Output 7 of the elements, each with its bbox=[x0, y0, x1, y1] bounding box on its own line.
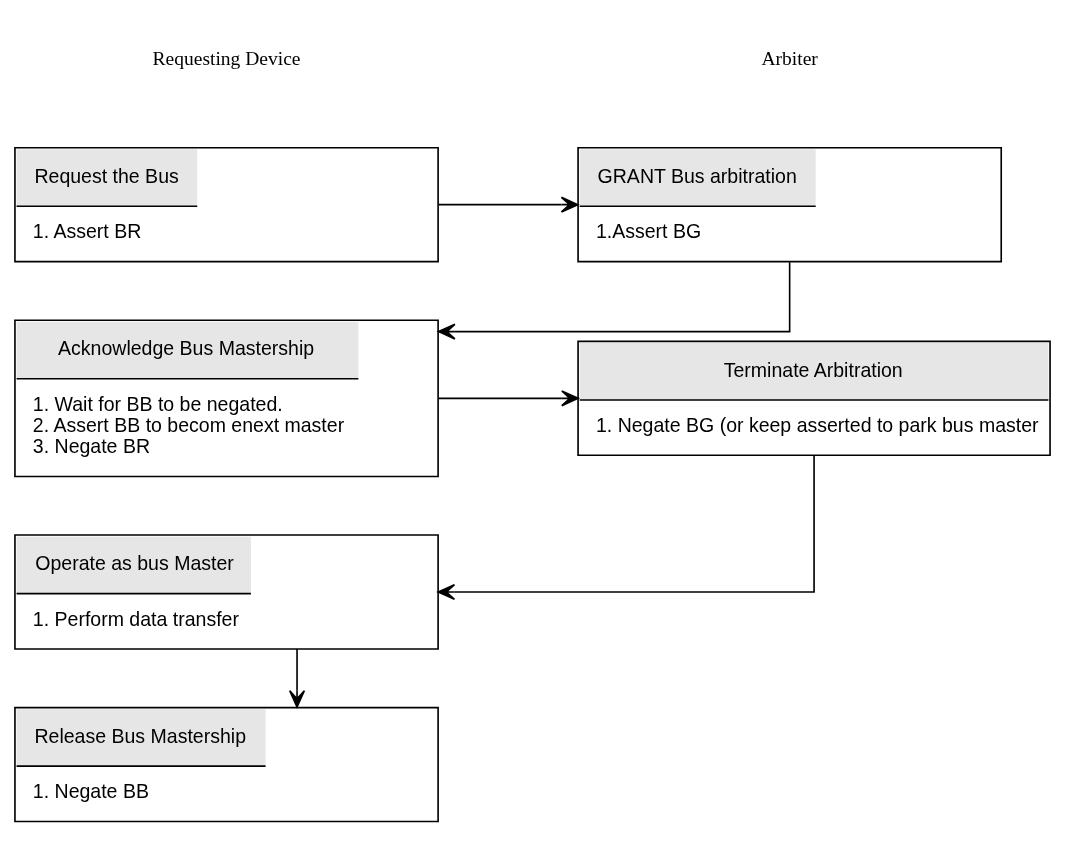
label: Arbiter bbox=[761, 47, 818, 69]
label: Requesting Device bbox=[152, 47, 301, 69]
arrow bbox=[437, 261, 791, 340]
arrow bbox=[437, 390, 579, 407]
arrow bbox=[288, 648, 306, 708]
arrow bbox=[437, 454, 815, 601]
arrow bbox=[437, 196, 579, 213]
